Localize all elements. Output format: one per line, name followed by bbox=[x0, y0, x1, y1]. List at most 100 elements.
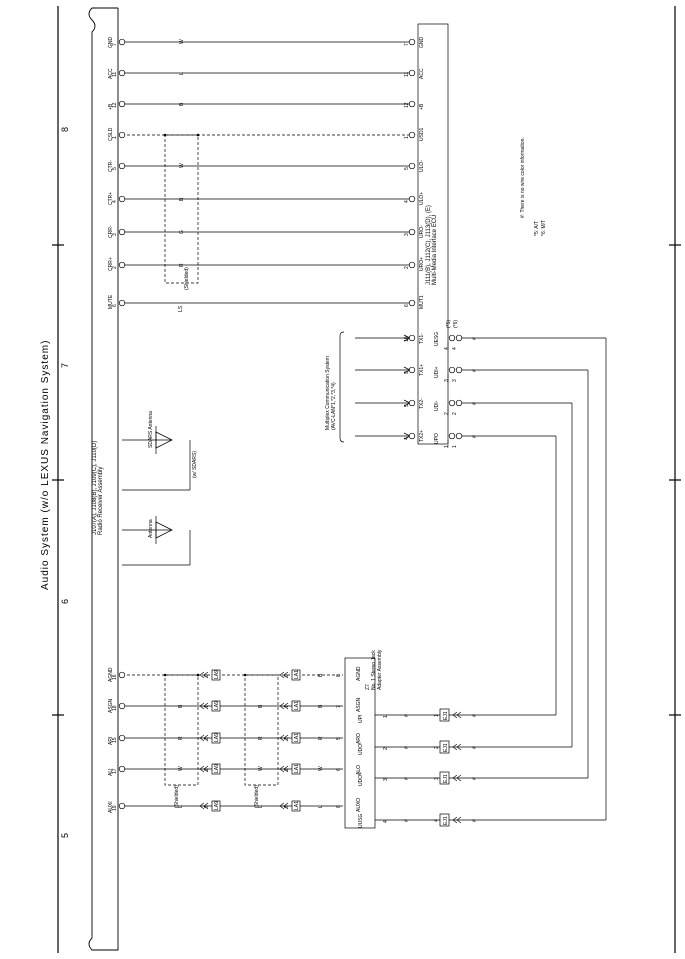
pin-number: 1 bbox=[112, 136, 118, 139]
sdars-antenna-icon-label: SDARS Antenna bbox=[148, 411, 154, 448]
junction-dot bbox=[163, 673, 167, 677]
radio-terminal bbox=[118, 38, 126, 46]
connector-code: LA1 bbox=[294, 670, 300, 679]
pin-number: 17 bbox=[112, 768, 118, 774]
connector-arrow-icon bbox=[452, 743, 462, 751]
stereo-jack-box bbox=[344, 657, 376, 829]
radio-terminal bbox=[118, 765, 126, 773]
ecu-terminal bbox=[408, 228, 416, 236]
junction-dot bbox=[196, 133, 200, 137]
pin-number: 2 bbox=[452, 412, 458, 415]
connector-la1 bbox=[291, 700, 301, 712]
pin-number: 11 bbox=[404, 72, 410, 77]
pin-number: 1 bbox=[434, 714, 440, 717]
pin-number: 9 bbox=[284, 674, 290, 677]
wire-color: W bbox=[179, 163, 185, 168]
connector-arrow-icon bbox=[199, 734, 209, 742]
shield-box bbox=[164, 674, 199, 786]
pin-signal: GND bbox=[419, 37, 425, 49]
ecu-terminal bbox=[408, 162, 416, 170]
ecu-terminal bbox=[408, 131, 416, 139]
pin-signal: CTR+ bbox=[108, 192, 114, 205]
connector-la9 bbox=[211, 700, 221, 712]
pin-number: 4 bbox=[444, 347, 450, 350]
sdars-antenna-icon bbox=[155, 431, 173, 449]
ecu-terminal bbox=[408, 432, 416, 440]
wire-color: R bbox=[179, 263, 185, 267]
hash-mark: # bbox=[404, 777, 410, 780]
junction-dot bbox=[243, 673, 247, 677]
ecu-terminal bbox=[455, 334, 463, 342]
pin-number: 1 bbox=[404, 136, 410, 139]
jack-name: Adapter Assembly bbox=[377, 649, 383, 690]
components bbox=[88, 7, 463, 951]
diagram-frame bbox=[52, 6, 681, 953]
radio-terminal bbox=[118, 100, 126, 108]
connector-code: LA9 bbox=[214, 733, 220, 742]
wire-color: L bbox=[178, 805, 184, 808]
pin-signal: CRR+ bbox=[108, 257, 114, 271]
mmi-ecu-box bbox=[417, 23, 449, 445]
ecu-terminal bbox=[408, 69, 416, 77]
ecu-terminal bbox=[448, 432, 456, 440]
hash-mark: # bbox=[472, 714, 478, 717]
wire-color: B bbox=[179, 197, 185, 201]
wire-color: W bbox=[179, 39, 185, 44]
pin-signal: ACC bbox=[419, 68, 425, 79]
pin-signal: TX1+ bbox=[419, 364, 425, 376]
pin-signal: AGND bbox=[356, 666, 362, 681]
pin-number: 7 bbox=[404, 43, 410, 46]
pin-signal: MUT1 bbox=[419, 295, 425, 309]
connector-la1 bbox=[291, 732, 301, 744]
ecu-terminal bbox=[455, 366, 463, 374]
pin-number: 2 bbox=[204, 768, 210, 771]
wire-color: B bbox=[318, 673, 324, 677]
section-number: 5 bbox=[60, 833, 70, 838]
connector-arrow-icon bbox=[452, 711, 462, 719]
ecu-terminal bbox=[448, 399, 456, 407]
radio-receiver-name: Radio Receiver Assembly bbox=[98, 467, 104, 535]
pin-number: 3 bbox=[112, 233, 118, 236]
pin-number: 5 bbox=[284, 805, 290, 808]
hash-mark: # bbox=[472, 819, 478, 822]
hash-mark: # bbox=[472, 337, 478, 340]
hash-mark: # bbox=[472, 435, 478, 438]
note-no-color: #: There is no wire color information. bbox=[520, 137, 526, 218]
mux-label: (AVC-LAN*1,*2,*3,*4) bbox=[331, 382, 337, 430]
hash-mark: # bbox=[472, 777, 478, 780]
radio-terminal bbox=[118, 69, 126, 77]
note-variant: *6: M/T bbox=[541, 220, 547, 236]
connector-code: EJ1 bbox=[443, 743, 449, 752]
radio-terminal bbox=[118, 734, 126, 742]
pin-number: 2 bbox=[112, 266, 118, 269]
pin-number: 5 bbox=[336, 737, 342, 740]
pin-signal: URO- bbox=[419, 225, 425, 238]
wires bbox=[122, 41, 607, 824]
pin-number: 10 bbox=[404, 336, 410, 342]
connector-ej1 bbox=[439, 740, 450, 754]
ecu-terminal bbox=[455, 399, 463, 407]
pin-number: 6 bbox=[112, 304, 118, 307]
hash-mark: # bbox=[472, 746, 478, 749]
pin-signal: AUXO bbox=[356, 798, 362, 812]
wire-color: L bbox=[179, 72, 185, 75]
pin-number: 3 bbox=[284, 737, 290, 740]
shielded-label: (Shielded) bbox=[254, 785, 260, 808]
pin-number: 2 bbox=[444, 412, 450, 415]
shielded-label: (Shielded) bbox=[184, 267, 190, 290]
pin-signal: UPI bbox=[358, 715, 364, 723]
ecu-terminal bbox=[408, 334, 416, 342]
pin-number: 1 bbox=[444, 445, 450, 448]
connector-code: LA9 bbox=[214, 764, 220, 773]
radio-receiver-outline bbox=[88, 7, 119, 951]
wire-color: R bbox=[318, 736, 324, 740]
connector-code: EJ1 bbox=[443, 774, 449, 783]
pin-number: 9 bbox=[204, 674, 210, 677]
wire-color: W bbox=[318, 766, 324, 771]
pin-signal: UESG bbox=[434, 332, 440, 346]
pin-signal: +B bbox=[108, 103, 114, 110]
pin-number: 18 bbox=[112, 705, 118, 711]
hash-mark: # bbox=[472, 369, 478, 372]
pin-number: 4 bbox=[452, 347, 458, 350]
